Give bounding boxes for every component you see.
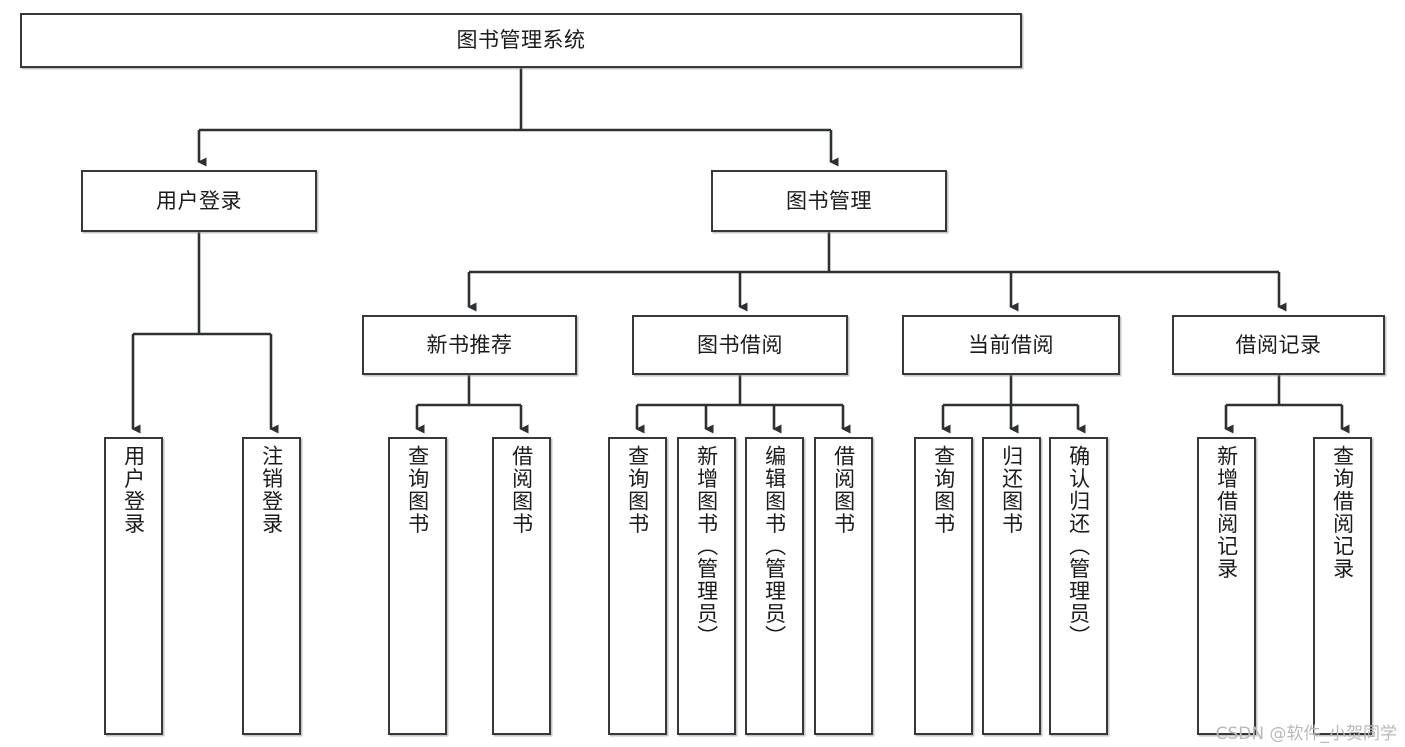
node-label: 新增图书（管理员）	[694, 445, 719, 648]
node-label: 用户登录	[156, 188, 242, 213]
node-label: 用户登录	[121, 445, 146, 535]
node-leaf-borrow-book-1[interactable]: 借阅图书	[492, 437, 551, 735]
node-leaf-confirm-return[interactable]: 确认归还（管理员）	[1049, 437, 1108, 735]
node-book-manage[interactable]: 图书管理	[711, 170, 947, 232]
node-leaf-query-record[interactable]: 查询借阅记录	[1313, 437, 1372, 735]
node-label: 借阅记录	[1235, 332, 1322, 357]
node-label: 新增借阅记录	[1214, 445, 1239, 580]
node-label: 图书管理系统	[456, 28, 586, 53]
node-label: 图书管理	[786, 188, 872, 213]
node-label: 新书推荐	[426, 332, 513, 357]
node-label: 确认归还（管理员）	[1066, 445, 1091, 648]
node-label: 查询图书	[405, 445, 430, 535]
node-label: 注销登录	[259, 445, 284, 535]
node-leaf-logout[interactable]: 注销登录	[242, 437, 301, 735]
node-leaf-query-book-2[interactable]: 查询图书	[608, 437, 667, 735]
node-label: 借阅图书	[831, 445, 856, 535]
node-label: 查询图书	[625, 445, 650, 535]
node-book-management-system[interactable]: 图书管理系统	[20, 13, 1022, 68]
node-new-book-rec[interactable]: 新书推荐	[362, 315, 577, 375]
node-leaf-add-book[interactable]: 新增图书（管理员）	[677, 437, 736, 735]
node-label: 查询图书	[931, 445, 956, 535]
node-label: 编辑图书（管理员）	[762, 445, 787, 648]
csdn-watermark: CSDN @软件_小贺同学	[1215, 724, 1397, 744]
node-leaf-borrow-book-2[interactable]: 借阅图书	[814, 437, 873, 735]
node-leaf-query-book-3[interactable]: 查询图书	[914, 437, 973, 735]
node-leaf-user-login[interactable]: 用户登录	[104, 437, 163, 735]
node-borrow-record[interactable]: 借阅记录	[1172, 315, 1385, 375]
node-book-borrow[interactable]: 图书借阅	[632, 315, 848, 375]
node-user-login[interactable]: 用户登录	[81, 170, 317, 232]
node-label: 借阅图书	[509, 445, 534, 535]
node-leaf-query-book-1[interactable]: 查询图书	[388, 437, 447, 735]
node-label: 图书借阅	[697, 332, 783, 357]
node-leaf-add-record[interactable]: 新增借阅记录	[1197, 437, 1256, 735]
node-leaf-return-book[interactable]: 归还图书	[982, 437, 1041, 735]
node-label: 查询借阅记录	[1330, 445, 1355, 580]
node-label: 当前借阅	[968, 332, 1054, 357]
node-leaf-edit-book[interactable]: 编辑图书（管理员）	[745, 437, 804, 735]
node-current-borrow[interactable]: 当前借阅	[902, 315, 1120, 375]
node-label: 归还图书	[999, 445, 1024, 535]
